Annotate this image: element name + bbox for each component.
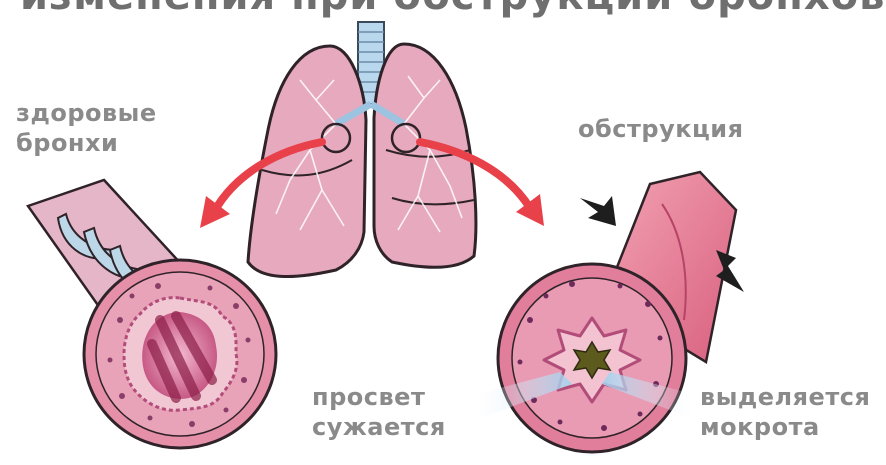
healthy-label-line2: бронхи [16, 128, 157, 158]
lumen-narrows-label: просвет сужается [312, 382, 446, 442]
sputum-label-line1: выделяется [700, 382, 870, 412]
narrow-label-line2: сужается [312, 412, 446, 442]
healthy-bronchi-label: здоровые бронхи [16, 98, 157, 158]
narrow-label-line1: просвет [312, 382, 446, 412]
healthy-label-line1: здоровые [16, 98, 157, 128]
obstruction-label: обструкция [578, 114, 744, 144]
healthy-bronchus-illustration [28, 180, 276, 448]
sputum-label: выделяется мокрота [700, 382, 870, 442]
sputum-label-line2: мокрота [700, 412, 870, 442]
